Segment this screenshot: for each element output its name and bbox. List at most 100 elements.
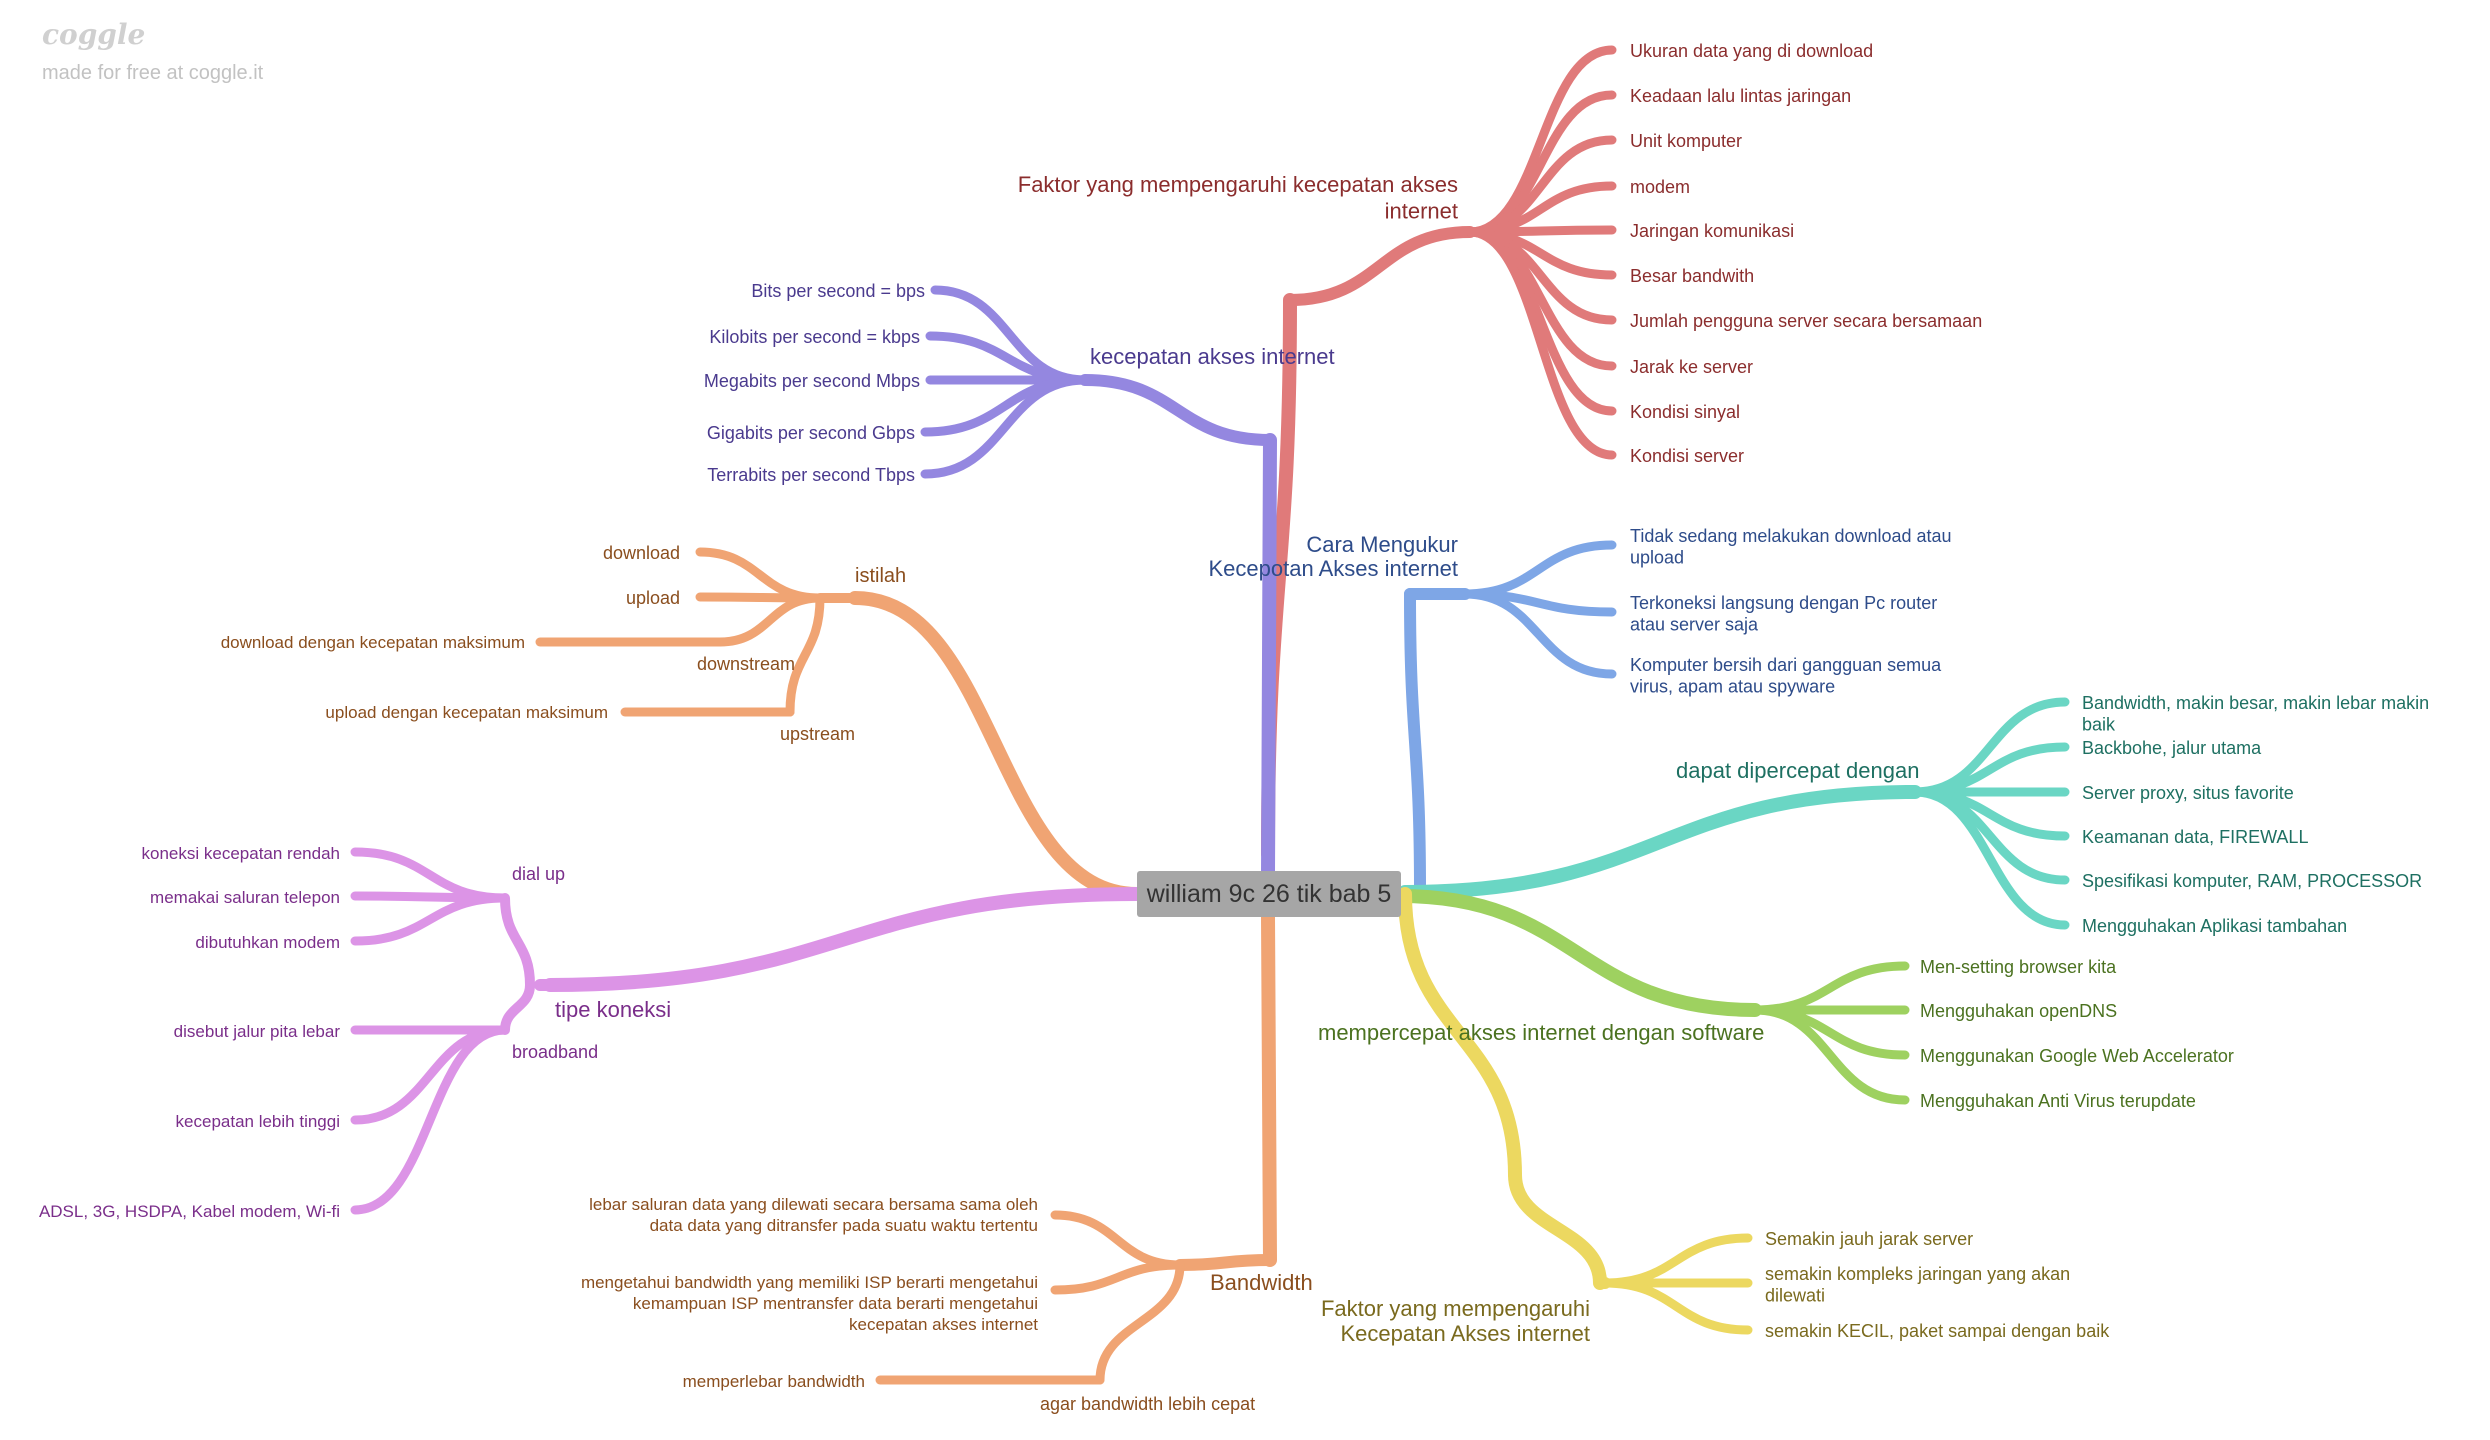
connector-dipercepat-5 [1910,787,2070,930]
leaf-dialup-2[interactable]: dibutuhkan modem [195,933,340,952]
connector-dipercepat [1398,785,1922,899]
leaf-faktor-akses-8[interactable]: Kondisi sinyal [1630,402,1740,422]
leaf-broadband-2[interactable]: ADSL, 3G, HSDPA, Kabel modem, Wi-fi [39,1202,340,1221]
leaf-dipercepat-5[interactable]: Mengguhakan Aplikasi tambahan [2082,916,2347,936]
leaf-kecepatan-akses-4[interactable]: Terrabits per second Tbps [707,465,915,485]
leaf-broadband-0[interactable]: disebut jalur pita lebar [174,1022,341,1041]
leaf-kecepatan-akses-1[interactable]: Kilobits per second = kbps [709,327,920,347]
leaf-faktor-akses-6[interactable]: Jumlah pengguna server secara bersamaan [1630,311,1982,331]
connector-bandwidth-2 [1095,1260,1185,1385]
leaf-istilah-downstream[interactable]: downstream [697,654,795,674]
leaf-faktor-akses-0[interactable]: Ukuran data yang di download [1630,41,1873,61]
connector-bandwidth-1 [1050,1260,1185,1295]
leaf-bandwidth-1-line2[interactable]: kemampuan ISP mentransfer data berarti m… [633,1294,1038,1313]
connector-bandwidth-0 [1050,1210,1185,1270]
leaf-software-0[interactable]: Men-setting browser kita [1920,957,2117,977]
leaf-faktor-akses-7[interactable]: Jarak ke server [1630,357,1753,377]
leaf-dipercepat-4[interactable]: Spesifikasi komputer, RAM, PROCESSOR [2082,871,2422,891]
connector-cara-mengukur-2 [1460,589,1617,679]
connector-tipe-koneksi [543,887,1144,992]
leaf-tipe-dialup[interactable]: dial up [512,864,565,884]
branch-cara-mengukur-line1[interactable]: Cara Mengukur [1306,532,1458,557]
leaf-faktor-akses-1[interactable]: Keadaan lalu lintas jaringan [1630,86,1851,106]
leaf-dipercepat-0[interactable]: Bandwidth, makin besar, makin lebar maki… [2082,693,2429,735]
branch-faktor-akses[interactable]: Faktor yang mempengaruhi kecepatan akses… [1018,172,1458,223]
coggle-tagline: made for free at coggle.it [42,62,264,84]
connector-faktor-akses-hub [1284,226,1476,306]
connector-kecepatan-akses-hub [1079,374,1276,446]
branch-dipercepat[interactable]: dapat dipercepat dengan [1676,758,1919,783]
connector-faktor-kecepatan-0 [1600,1233,1753,1288]
leaf-dialup-1[interactable]: memakai saluran telepon [150,888,340,907]
mind-map-labels: Faktor yang mempengaruhi kecepatan akses… [39,41,2429,1414]
connector-software-3 [1750,1005,1910,1105]
connector-kecepatan-akses-4 [920,375,1090,479]
leaf-faktor-akses-3[interactable]: modem [1630,177,1690,197]
central-topic-node[interactable]: william 9c 26 tik bab 5 [1137,871,1401,917]
leaf-dipercepat-1[interactable]: Backbohe, jalur utama [2082,738,2262,758]
leaf-software-3[interactable]: Mengguhakan Anti Virus terupdate [1920,1091,2196,1111]
leaf-faktor-akses-5[interactable]: Besar bandwith [1630,266,1754,286]
leaf-kecepatan-akses-2[interactable]: Megabits per second Mbps [704,371,920,391]
connector-faktor-kecepatan-b [1508,1168,1607,1290]
branch-faktor-kecepatan-line2[interactable]: Kecepatan Akses internet [1341,1321,1591,1346]
leaf-software-2[interactable]: Menggunakan Google Web Accelerator [1920,1046,2234,1066]
branch-bandwidth[interactable]: Bandwidth [1210,1270,1313,1295]
coggle-logo: coggle [42,18,146,51]
connector-faktor-kecepatan-2 [1600,1278,1753,1335]
branch-cara-mengukur-line2[interactable]: Kecepotan Akses internet [1209,556,1459,581]
leaf-tipe-broadband[interactable]: broadband [512,1042,598,1062]
leaf-faktor-akses-9[interactable]: Kondisi server [1630,446,1744,466]
leaf-dipercepat-3[interactable]: Keamanan data, FIREWALL [2082,827,2308,847]
leaf-bandwidth-0-line2[interactable]: data data yang ditransfer pada suatu wak… [650,1216,1038,1235]
leaf-faktor-kecepatan-2[interactable]: semakin KECIL, paket sampai dengan baik [1765,1321,2110,1341]
leaf-bandwidth-memperlebar[interactable]: memperlebar bandwidth [683,1372,865,1391]
connector-istilah-0 [695,547,825,603]
connector-faktor-kecepatan-a [1398,887,1522,1182]
leaf-kecepatan-akses-3[interactable]: Gigabits per second Gbps [707,423,915,443]
connector-broadband-2 [350,1025,510,1215]
connector-istilah-3 [785,593,825,717]
leaf-istilah-upstream[interactable]: upstream [780,724,855,744]
leaf-faktor-akses-4[interactable]: Jaringan komunikasi [1630,221,1794,241]
mind-map-connectors [350,45,2070,1385]
leaf-bandwidth-0-line1[interactable]: lebar saluran data yang dilewati secara … [589,1195,1038,1214]
connector-bandwidth [1261,910,1277,1267]
connector-cara-mengukur-0 [1460,540,1617,599]
connector-dialup-0 [350,847,510,903]
leaf-faktor-kecepatan-0[interactable]: Semakin jauh jarak server [1765,1229,1973,1249]
leaf-bandwidth-2[interactable]: agar bandwidth lebih cepat [1040,1394,1255,1414]
connector-tipe-dialup [500,893,535,990]
connector-cara-mengukur [1404,588,1426,896]
connector-software [1393,889,1762,1017]
leaf-software-1[interactable]: Mengguhakan openDNS [1920,1001,2117,1021]
leaf-broadband-1[interactable]: kecepatan lebih tinggi [176,1112,340,1131]
leaf-faktor-akses-2[interactable]: Unit komputer [1630,131,1742,151]
branch-software[interactable]: mempercepat akses internet dengan softwa… [1318,1020,1764,1045]
connector-bandwidth-hub [1174,1254,1276,1271]
leaf-dipercepat-2[interactable]: Server proxy, situs favorite [2082,783,2294,803]
leaf-bandwidth-1-line1[interactable]: mengetahui bandwidth yang memiliki ISP b… [581,1273,1038,1292]
connector-istilah [848,591,1144,901]
connector-istilah-2 [715,593,825,647]
branch-tipe-koneksi[interactable]: tipe koneksi [555,997,671,1022]
connector-faktor-akses-9 [1465,227,1617,460]
leaf-kecepatan-akses-0[interactable]: Bits per second = bps [751,281,925,301]
leaf-bandwidth-1-line3[interactable]: kecepatan akses internet [849,1315,1038,1334]
leaf-istilah-downstream-detail[interactable]: download dengan kecepatan maksimum [221,633,525,652]
leaf-istilah-upload[interactable]: upload [626,588,680,608]
connector-broadband-1 [350,1025,510,1125]
connector-software-0 [1750,961,1910,1015]
connector-kecepatan-akses [1261,433,1277,881]
branch-istilah[interactable]: istilah [855,565,906,587]
leaf-dialup-0[interactable]: koneksi kecepatan rendah [142,844,340,863]
branch-faktor-kecepatan-line1[interactable]: Faktor yang mempengaruhi [1321,1296,1590,1321]
leaf-istilah-download[interactable]: download [603,543,680,563]
leaf-istilah-upstream-detail[interactable]: upload dengan kecepatan maksimum [325,703,608,722]
branch-kecepatan-akses[interactable]: kecepatan akses internet [1090,344,1335,369]
